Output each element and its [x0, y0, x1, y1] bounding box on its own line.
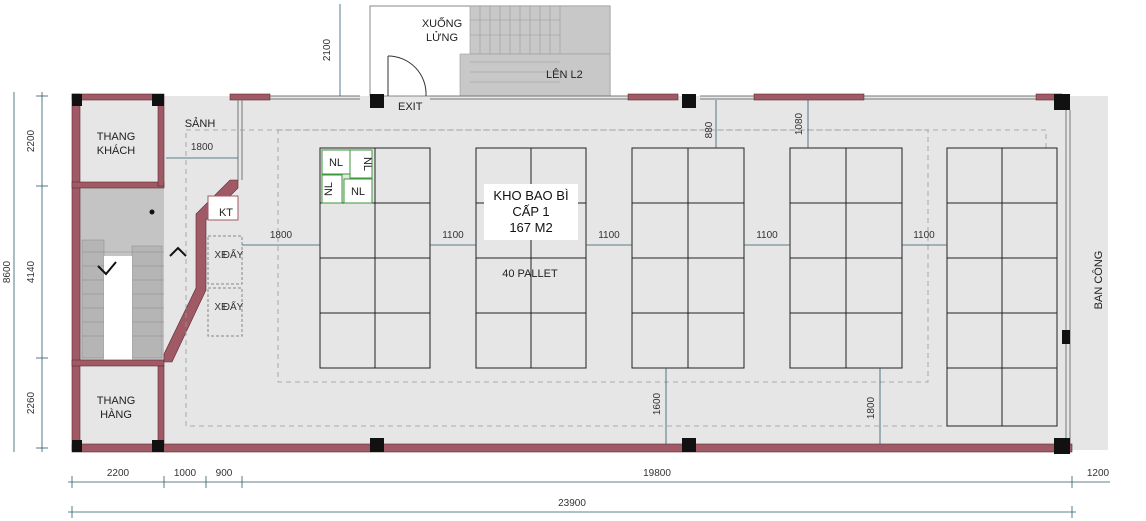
dim-1600: 1600 [652, 392, 663, 415]
dim-900: 900 [216, 468, 233, 479]
dim-1080: 1080 [794, 112, 805, 135]
main-stair [80, 188, 187, 360]
upper-stair [459, 5, 611, 97]
dim-2100: 2100 [322, 38, 333, 61]
room-labels: THANG KHÁCH SẢNH THANG HÀNG KT XE ĐẨY XE… [97, 16, 1105, 421]
label-thang-hang-1: THANG [97, 395, 136, 407]
dim-1000: 1000 [174, 468, 197, 479]
label-nl-3: NL [323, 182, 335, 196]
cart-bay-2 [207, 287, 243, 337]
cart-bay-1 [207, 235, 243, 285]
label-xuong-lung-2: LỬNG [426, 31, 458, 44]
warehouse-title-2: CẤP 1 [512, 204, 549, 219]
kt-room [207, 195, 239, 221]
label-thang-khach-1: THANG [97, 131, 136, 143]
dim-1200: 1200 [1087, 468, 1110, 479]
label-xuong-lung-1: XUỐNG [422, 16, 462, 30]
windows [237, 95, 1071, 444]
dimension-labels: 2100 1800 1800 1100 1100 1100 1100 880 1… [2, 38, 1110, 509]
label-nl-1: NL [329, 157, 343, 169]
warehouse-title-3: 167 M2 [509, 220, 552, 235]
label-nl-2: NL [361, 157, 373, 171]
dim-2200-v: 2200 [26, 129, 37, 152]
label-nl-4: NL [351, 186, 365, 198]
dim-8600: 8600 [2, 260, 13, 283]
exit-door [387, 55, 427, 97]
dim-1100-b: 1100 [598, 230, 620, 241]
label-exit: EXIT [398, 101, 423, 113]
nl-boxes [321, 149, 373, 204]
label-xe-day-2a: XE [214, 302, 228, 313]
dim-1800-bottom: 1800 [866, 396, 877, 419]
label-xe-day-2b: ĐẨY [223, 300, 244, 313]
label-thang-hang-2: HÀNG [100, 408, 132, 421]
dim-1800-lobby: 1800 [191, 142, 214, 153]
label-kt: KT [219, 207, 233, 219]
dim-880: 880 [704, 121, 715, 138]
dim-19800: 19800 [643, 468, 671, 479]
label-xe-day-1b: ĐẨY [223, 248, 244, 261]
walls [71, 93, 1073, 453]
dim-1100-a: 1100 [442, 230, 464, 241]
dim-23900: 23900 [558, 498, 586, 509]
dim-4140: 4140 [26, 260, 37, 283]
label-len-l2: LÊN L2 [546, 68, 583, 81]
dim-1100-d: 1100 [913, 230, 935, 241]
dim-2260: 2260 [26, 391, 37, 414]
label-xe-day-1a: XE [214, 250, 228, 261]
label-thang-khach-2: KHÁCH [97, 144, 136, 157]
dim-1100-c: 1100 [756, 230, 778, 241]
dim-1800-left: 1800 [270, 230, 293, 241]
label-pallet-count: 40 PALLET [502, 268, 558, 280]
dim-2200-h: 2200 [107, 468, 130, 479]
label-ban-cong: BAN CÔNG [1092, 251, 1105, 310]
balcony-area [1072, 96, 1108, 450]
label-sanh: SẢNH [185, 117, 216, 130]
warehouse-title-1: KHO BAO BÌ [493, 188, 568, 203]
dimension-lines [13, 4, 1110, 518]
